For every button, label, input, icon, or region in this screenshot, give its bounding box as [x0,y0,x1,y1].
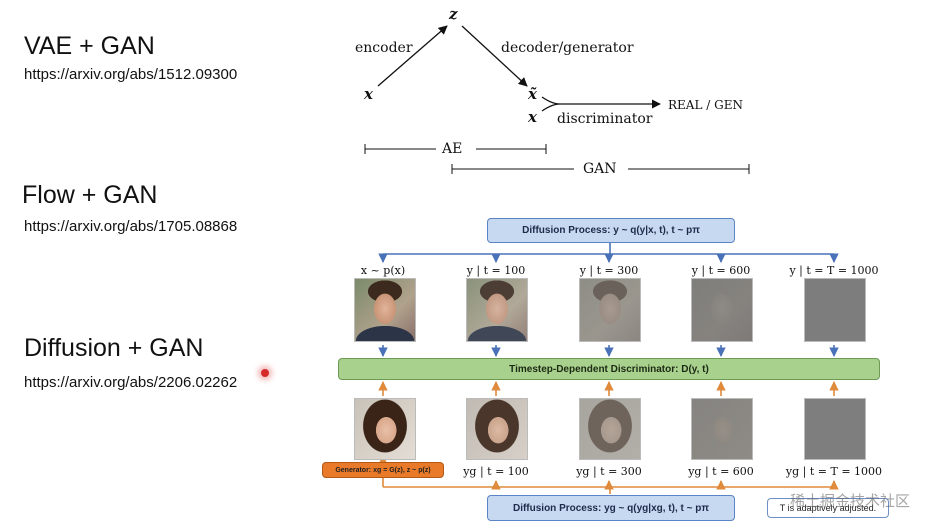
bottom-label-t100: yg | t = 100 [463,465,529,478]
generated-noisy-t300 [579,398,641,460]
reconstruction-x-tilde-label: x̃ [528,85,537,103]
real-gen-label: REAL / GEN [668,98,743,112]
gan-bracket-label: GAN [583,161,617,177]
noisy-face-t100 [466,278,528,342]
top-label-t1000: y | t = T = 1000 [789,264,879,277]
section-title-flow-gan: Flow + GAN [22,181,158,209]
section-url-diffusion-gan[interactable]: https://arxiv.org/abs/2206.02262 [24,374,238,391]
top-diffusion-process-box: Diffusion Process: y ~ q(y|x, t), t ~ pπ [487,218,735,243]
discriminator-label: discriminator [557,111,653,127]
ae-bracket-label: AE [442,141,463,157]
real-x-label: x [528,108,537,126]
section-url-vae-gan[interactable]: https://arxiv.org/abs/1512.09300 [24,66,238,83]
generator-box: Generator: xg = G(z), z ~ p(z) [322,462,444,478]
encoder-label: encoder [355,40,413,56]
bottom-diffusion-process-box: Diffusion Process: yg ~ q(yg|xg, t), t ~… [487,495,735,521]
top-label-t300: y | t = 300 [579,264,639,277]
generated-noisy-t600 [691,398,753,460]
bottom-label-t600: yg | t = 600 [688,465,754,478]
generated-noise-t1000 [804,398,866,460]
pure-noise-t1000 [804,278,866,342]
top-label-t100: y | t = 100 [466,264,526,277]
latent-z-label: z [449,5,458,23]
noisy-face-t600 [691,278,753,342]
timestep-discriminator-box: Timestep-Dependent Discriminator: D(y, t… [338,358,880,380]
generated-face-image [354,398,416,460]
noisy-face-t300 [579,278,641,342]
real-face-image [354,278,416,342]
adaptive-t-note: T is adaptively adjusted. [767,498,889,518]
decoder-generator-label: decoder/generator [501,40,634,56]
generated-noisy-t100 [466,398,528,460]
site-watermark: 稀土掘金技术社区 [790,493,911,510]
pointer-cursor [261,369,269,377]
bottom-label-t300: yg | t = 300 [576,465,642,478]
top-label-xpx: x ~ p(x) [360,264,406,277]
input-x-label: x [364,85,373,103]
section-title-vae-gan: VAE + GAN [24,32,155,60]
bottom-label-t1000: yg | t = T = 1000 [785,465,883,478]
section-url-flow-gan[interactable]: https://arxiv.org/abs/1705.08868 [24,218,238,235]
top-label-t600: y | t = 600 [691,264,751,277]
section-title-diffusion-gan: Diffusion + GAN [24,334,204,362]
